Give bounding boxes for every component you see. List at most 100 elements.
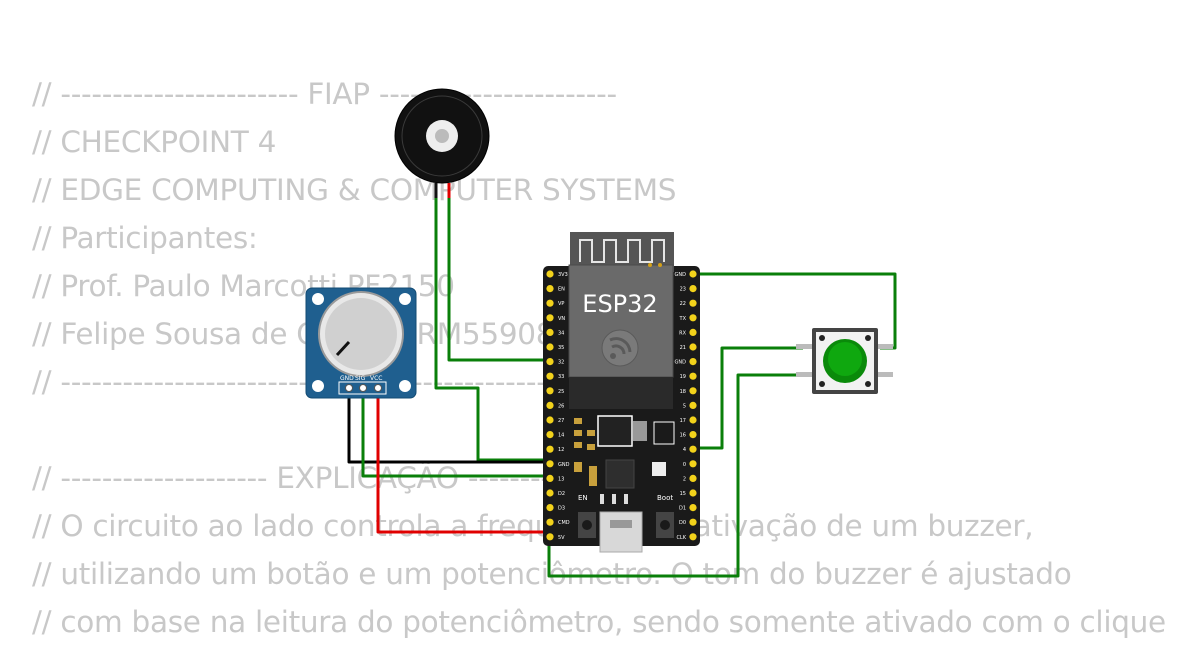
esp32-pin[interactable] — [689, 431, 697, 439]
esp32-pin[interactable] — [689, 314, 697, 322]
esp32-pin-label: TX — [679, 316, 687, 322]
esp32-pin-label: GND — [675, 360, 687, 366]
potentiometer[interactable]: GND SIG VCC — [305, 287, 417, 399]
esp32-pin-label: 21 — [680, 345, 686, 351]
esp32-pin-label: D3 — [558, 506, 565, 512]
esp32-pin[interactable] — [546, 270, 554, 278]
esp32-pin-label: D2 — [558, 491, 565, 497]
esp32-pin[interactable] — [689, 489, 697, 497]
esp32-pin[interactable] — [546, 533, 554, 541]
esp32-pin-label: 4 — [683, 447, 686, 453]
esp32-pin[interactable] — [689, 270, 697, 278]
esp32-pin[interactable] — [689, 504, 697, 512]
esp32-pin[interactable] — [689, 445, 697, 453]
pot-pin-vcc: VCC — [370, 375, 382, 382]
boot-label: Boot — [657, 494, 673, 502]
esp32-pin-label: 2 — [683, 476, 686, 482]
wire-buzzer-pos — [447, 198, 549, 362]
buzzer[interactable] — [394, 88, 490, 200]
esp32-pin[interactable] — [689, 343, 697, 351]
comment-line: // utilizando um botão e um potenciômetr… — [32, 557, 1072, 591]
esp32-pin[interactable] — [689, 460, 697, 468]
esp32-pin[interactable] — [546, 416, 554, 424]
esp32-pin-label: D1 — [679, 506, 686, 512]
esp32-left-pins: 3V3ENVPVN343532332526271412GND13D2D3CMD5… — [546, 270, 570, 541]
esp32-pin-label: GND — [558, 462, 570, 468]
esp32-pin[interactable] — [689, 533, 697, 541]
wire-buzzer-neg — [434, 198, 549, 462]
wire-5v-button — [547, 373, 803, 578]
esp32-pin[interactable] — [689, 328, 697, 336]
esp32-pin[interactable] — [546, 401, 554, 409]
esp32-pin-label: 3V3 — [558, 272, 568, 278]
esp32-pin[interactable] — [546, 343, 554, 351]
esp32-pin[interactable] — [546, 445, 554, 453]
wires — [347, 198, 897, 578]
knob-indicator — [335, 340, 351, 357]
esp32-pin-label: 5 — [683, 403, 686, 409]
esp32-pin[interactable] — [546, 474, 554, 482]
comment-line: // EDGE COMPUTING & COMPUTER SYSTEMS — [32, 173, 677, 207]
esp32-pin[interactable] — [546, 504, 554, 512]
en-label: EN — [578, 494, 588, 502]
esp32-pin[interactable] — [546, 314, 554, 322]
wire-d4-button — [693, 346, 803, 450]
esp32-pin-label: 12 — [558, 447, 564, 453]
esp32-pin-label: 25 — [558, 389, 564, 395]
esp32-pin-label: 14 — [558, 433, 564, 439]
esp32-pin[interactable] — [546, 431, 554, 439]
esp32-pin-label: GND — [675, 272, 687, 278]
esp32-pin[interactable] — [546, 387, 554, 395]
wire-pot-vcc — [376, 386, 549, 534]
esp32-pin-label: EN — [558, 287, 565, 293]
esp32-pin[interactable] — [546, 285, 554, 293]
esp32-pin[interactable] — [546, 460, 554, 468]
esp32-pin-label: RX — [679, 330, 686, 336]
esp32-label: ESP32 — [582, 290, 657, 318]
comment-line: // CHECKPOINT 4 — [32, 125, 277, 159]
comment-line: // Participantes: — [32, 221, 258, 255]
esp32-pin-label: VP — [558, 301, 564, 307]
push-button[interactable] — [796, 328, 893, 394]
esp32-pin-label: D0 — [679, 520, 686, 526]
esp32-pin-label: 32 — [558, 360, 564, 366]
wire-pot-gnd — [347, 386, 549, 464]
pot-pin-gnd: GND — [340, 375, 354, 382]
esp32-pin[interactable] — [689, 474, 697, 482]
esp32-pin-label: 22 — [680, 301, 686, 307]
esp32-pin-label: CMD — [558, 520, 570, 526]
esp32-pin-label: 17 — [680, 418, 686, 424]
esp32-pin[interactable] — [689, 299, 697, 307]
esp32-pin-label: 16 — [680, 433, 686, 439]
wire-pot-sig — [361, 386, 549, 478]
esp32-pin[interactable] — [689, 372, 697, 380]
esp32-pin-label: 35 — [558, 345, 564, 351]
pot-pin-sig: SIG — [355, 375, 366, 382]
esp32-pin-label: 5V — [558, 535, 565, 541]
esp32-pin-label: VN — [558, 316, 565, 322]
esp32-pin[interactable] — [689, 285, 697, 293]
esp32-pin-label: 27 — [558, 418, 564, 424]
esp32-pin-label: 23 — [680, 287, 686, 293]
esp32-pin[interactable] — [689, 518, 697, 526]
esp32-pin[interactable] — [689, 358, 697, 366]
esp32-pin[interactable] — [546, 328, 554, 336]
esp32-pin[interactable] — [689, 416, 697, 424]
esp32-pin[interactable] — [546, 518, 554, 526]
esp32-pin[interactable] — [546, 358, 554, 366]
esp32-pin-label: 19 — [680, 374, 686, 380]
esp32-pin-label: 26 — [558, 403, 564, 409]
esp32-pin[interactable] — [689, 387, 697, 395]
esp32-pin-label: 13 — [558, 476, 564, 482]
esp32-pin-label: 0 — [683, 462, 686, 468]
esp32-pin-label: 34 — [558, 330, 564, 336]
esp32-pin-label: 18 — [680, 389, 686, 395]
esp32-pin[interactable] — [689, 401, 697, 409]
esp32-pin-label: 15 — [680, 491, 686, 497]
esp32-pin[interactable] — [546, 372, 554, 380]
esp32-pin[interactable] — [546, 299, 554, 307]
esp32-pin[interactable] — [546, 489, 554, 497]
